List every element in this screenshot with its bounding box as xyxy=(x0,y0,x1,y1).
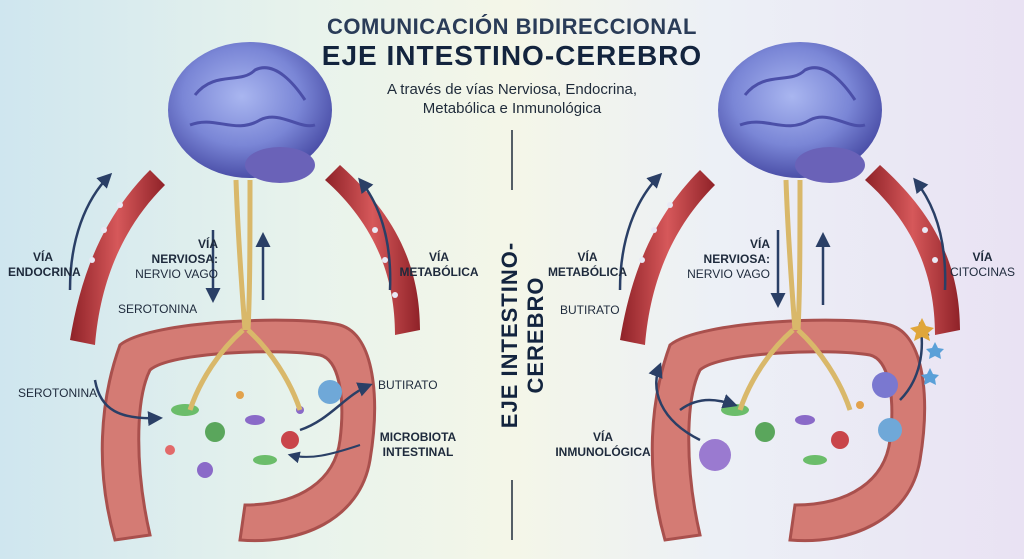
subtitle: A través de vías Nerviosa, Endocrina, Me… xyxy=(322,80,702,118)
label-microbiota-line-2: INTESTINAL xyxy=(382,445,454,459)
label-via-inmunologica: VÍA INMUNOLÓGICA xyxy=(548,430,658,460)
label-via-nerviosa-left-line-2: NERVIOSA: xyxy=(151,252,218,266)
label-via-metabolica-right-line-1: VÍA xyxy=(577,250,598,264)
label-via-nerviosa-left: VÍA NERVIOSA: NERVIO VAGO xyxy=(118,237,218,282)
label-via-endocrina-line-2: ENDOCRINA xyxy=(8,265,81,279)
label-via-nerviosa-left-line-1: VÍA xyxy=(197,237,218,251)
label-via-nerviosa-right-line-3: NERVIO VAGO xyxy=(687,267,770,281)
left-arrow-butirato xyxy=(299,382,373,432)
label-via-metabolica-left-line-2: METABÓLICA xyxy=(399,265,479,279)
subtitle-line-1: A través de vías Nerviosa, Endocrina, xyxy=(386,81,638,98)
right-arrow-metabolic-up xyxy=(618,172,663,291)
label-butirato-left: BUTIRATO xyxy=(378,378,438,392)
title-line-2: EJE INTESTINO-CEREBRO xyxy=(321,40,703,71)
left-arrow-metabolic-up xyxy=(358,177,392,291)
label-via-citocinas-line-1: VÍA xyxy=(972,250,993,264)
label-via-citocinas-line-2: CITOCINAS xyxy=(949,265,1016,279)
label-via-metabolica-right-line-2: METABÓLICA xyxy=(547,265,628,279)
label-microbiota: MICROBIOTA INTESTINAL xyxy=(363,430,473,460)
right-brain xyxy=(718,42,882,178)
label-via-nerviosa-right-line-1: VÍA xyxy=(749,237,770,251)
subtitle-line-2: Metabólica e Inmunológica xyxy=(422,100,602,117)
right-vessel-metabolic xyxy=(620,170,715,345)
label-via-metabolica-right: VÍA METABÓLICA xyxy=(540,250,635,280)
label-serotonina-top: SEROTONINA xyxy=(118,302,198,316)
cytokine-star xyxy=(926,342,944,359)
label-via-endocrina: VÍA ENDOCRINA xyxy=(8,250,81,280)
label-via-nerviosa-right: VÍA NERVIOSA: NERVIO VAGO xyxy=(665,237,770,282)
label-serotonina-left: SEROTONINA xyxy=(18,386,98,400)
label-via-metabolica-left-line-1: VÍA xyxy=(428,250,449,264)
right-microbiota xyxy=(699,372,902,471)
label-via-citocinas: VÍA CITOCINAS xyxy=(945,250,1020,280)
right-large-intestine xyxy=(650,318,927,543)
left-arrow-microbiota xyxy=(287,444,361,464)
label-microbiota-line-1: MICROBIOTA xyxy=(379,430,457,444)
label-via-endocrina-line-1: VÍA xyxy=(32,250,53,264)
label-butirato-right: BUTIRATO xyxy=(560,303,620,317)
right-arrow-butirato xyxy=(679,394,738,412)
label-via-nerviosa-right-line-2: NERVIOSA: xyxy=(703,252,770,266)
center-vertical-label: EJE INTESTINO-CEREBRO xyxy=(497,241,548,429)
cytokine-star xyxy=(910,318,934,341)
title-line-1: COMUNICACIÓN BIDIRECCIONAL xyxy=(327,14,697,39)
right-panel-art xyxy=(618,42,960,543)
left-vagus-nerve xyxy=(187,179,303,411)
left-vessel-endocrine xyxy=(70,170,165,345)
right-arrow-immune xyxy=(648,362,701,442)
left-microbiota xyxy=(165,380,342,478)
label-via-metabolica-left: VÍA METABÓLICA xyxy=(395,250,483,280)
left-brain xyxy=(168,42,332,178)
right-vagus-nerve xyxy=(737,179,853,411)
label-via-inmunologica-line-2: INMUNOLÓGICA xyxy=(555,445,651,459)
cytokine-star xyxy=(921,368,939,385)
left-arrow-endocrine-up xyxy=(68,172,113,291)
left-large-intestine xyxy=(100,318,377,543)
label-via-nerviosa-left-line-3: NERVIO VAGO xyxy=(135,267,218,281)
left-arrow-serotonin xyxy=(93,379,163,427)
left-panel-art xyxy=(68,42,420,543)
right-arrow-cytokines-up xyxy=(913,177,947,291)
right-vessel-cytokines xyxy=(865,165,960,335)
label-via-inmunologica-line-1: VÍA xyxy=(592,430,613,444)
